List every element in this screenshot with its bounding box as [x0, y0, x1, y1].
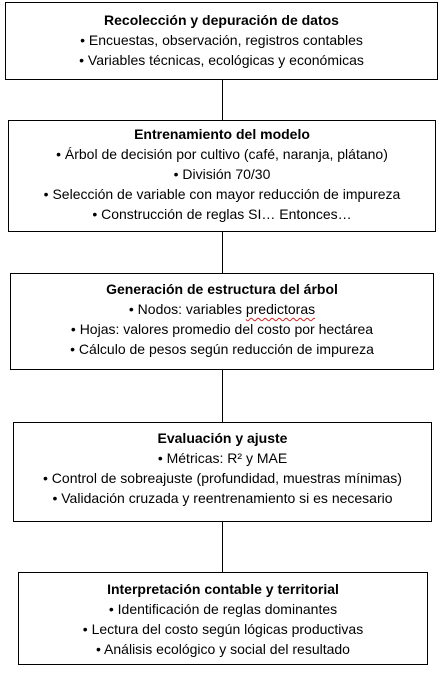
- step-bullet: • Nodos: variables predictoras: [11, 299, 433, 319]
- step-box-interpretation: Interpretación contable y territorial • …: [18, 572, 428, 665]
- step-bullet: • Selección de variable con mayor reducc…: [43, 186, 401, 202]
- step-box-data-collection: Recolección y depuración de datos • Encu…: [5, 2, 438, 80]
- step-bullet: • Encuestas, observación, registros cont…: [80, 32, 363, 48]
- connector-1-2: [222, 80, 223, 120]
- step-bullet: • Lectura del costo según lógicas produc…: [82, 621, 364, 637]
- step-bullet: • Variables técnicas, ecológicas y econó…: [79, 52, 364, 68]
- connector-2-3: [222, 232, 223, 273]
- step-bullet: • Control de sobreajuste (profundidad, m…: [43, 470, 402, 486]
- connector-3-4: [222, 370, 223, 422]
- step-title: Interpretación contable y territorial: [107, 581, 339, 597]
- spellcheck-flagged-word: predictoras: [245, 301, 316, 317]
- step-bullet: • Métricas: R² y MAE: [157, 450, 288, 466]
- step-bullet: • Cálculo de pesos según reducción de im…: [70, 341, 374, 357]
- step-title: Evaluación y ajuste: [157, 430, 288, 446]
- step-bullet: • Construcción de reglas SI… Entonces…: [92, 206, 352, 222]
- step-bullet: • Identificación de reglas dominantes: [108, 601, 338, 617]
- step-box-model-training: Entrenamiento del modelo • Árbol de deci…: [8, 120, 436, 232]
- connector-4-5: [222, 522, 223, 572]
- step-bullet: • Análisis ecológico y social del result…: [96, 641, 350, 657]
- step-title: Recolección y depuración de datos: [104, 12, 339, 28]
- step-box-evaluation: Evaluación y ajuste • Métricas: R² y MAE…: [13, 422, 432, 522]
- step-bullet: • Validación cruzada y reentrenamiento s…: [52, 490, 393, 506]
- step-bullet: • Árbol de decisión por cultivo (café, n…: [56, 146, 388, 162]
- step-title: Entrenamiento del modelo: [134, 126, 310, 142]
- step-bullet-prefix: • Nodos: variables: [128, 301, 246, 317]
- step-bullet: • División 70/30: [173, 166, 271, 182]
- step-bullet: • Hojas: valores promedio del costo por …: [70, 321, 374, 337]
- step-title: Generación de estructura del árbol: [106, 281, 338, 297]
- step-box-tree-structure: Generación de estructura del árbol • Nod…: [10, 273, 434, 370]
